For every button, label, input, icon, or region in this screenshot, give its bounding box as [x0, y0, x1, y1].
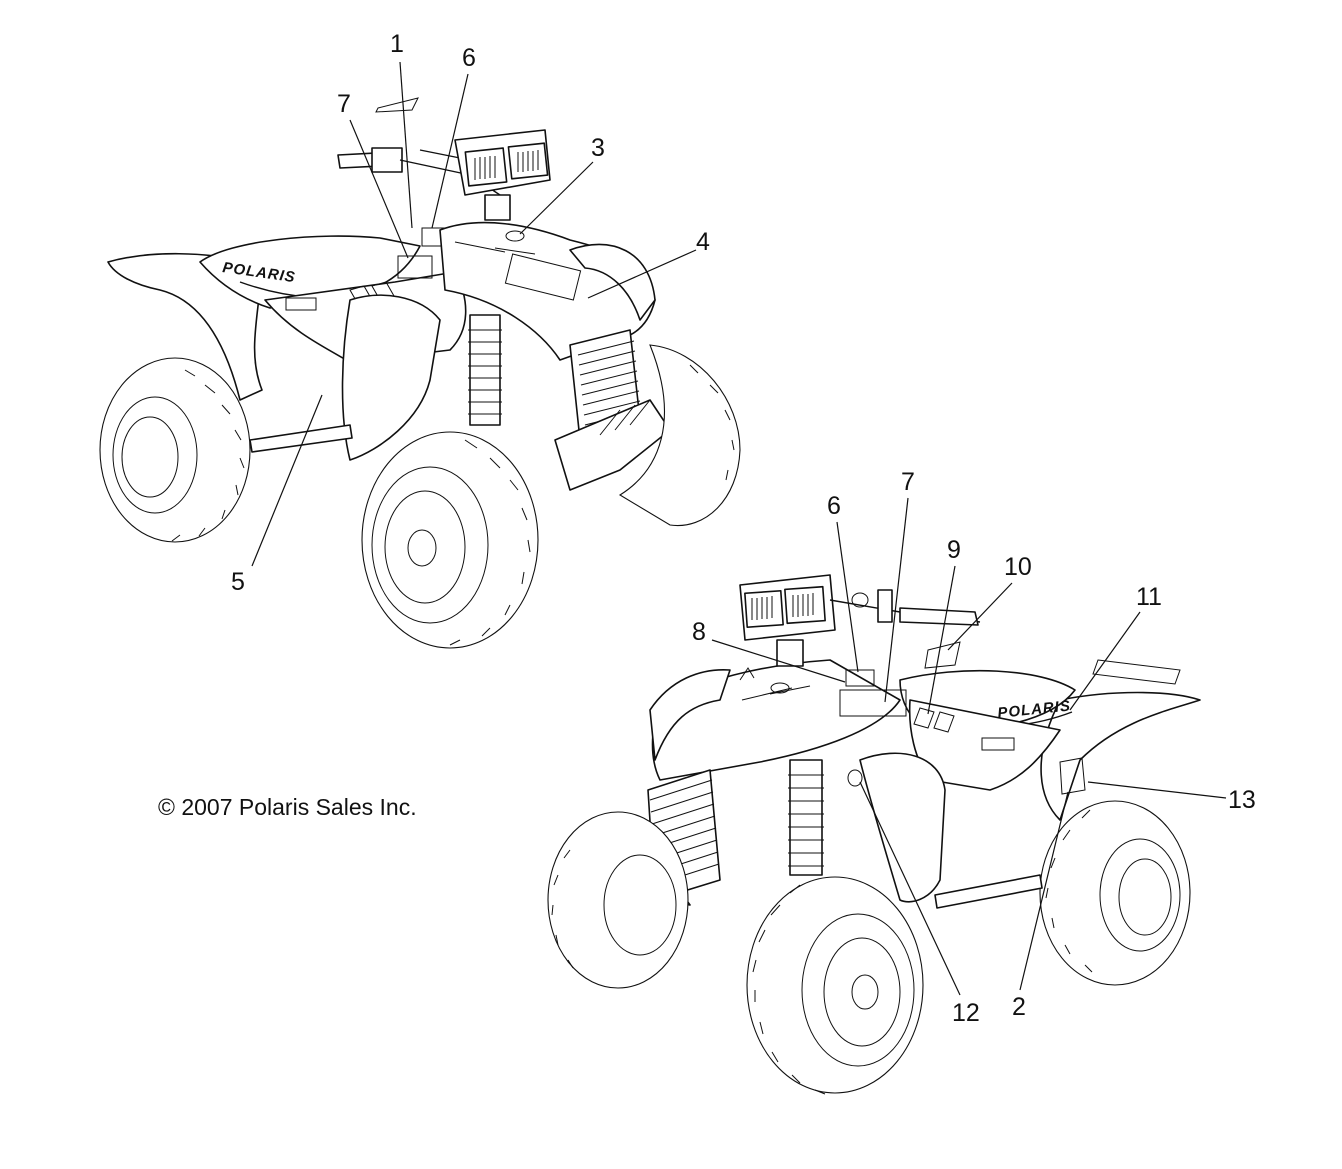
atv-lower: POLARIS — [547, 574, 1201, 1095]
callout-upper-7: 7 — [337, 90, 351, 118]
callout-lower-11: 11 — [1136, 583, 1162, 611]
lower-footrest — [934, 874, 1043, 909]
callout-lower-9: 9 — [947, 536, 961, 564]
lower-shock-absorber — [788, 759, 824, 876]
lower-decal-13 — [1059, 757, 1086, 795]
upper-headlight-pod — [454, 129, 551, 221]
lower-handlebars — [829, 589, 981, 626]
callout-upper-3: 3 — [591, 134, 605, 162]
atv-upper: POLARIS — [99, 97, 741, 649]
callout-lower-2: 2 — [1012, 993, 1026, 1021]
lower-rear-wheel — [1039, 800, 1191, 986]
lower-front-fender-left — [649, 669, 731, 761]
callout-upper-1: 1 — [390, 30, 404, 58]
callout-lower-10: 10 — [1004, 553, 1032, 581]
callout-upper-6: 6 — [462, 44, 476, 72]
upper-shock-absorber — [468, 314, 502, 426]
callout-upper-4: 4 — [696, 228, 710, 256]
callout-lower-12: 12 — [952, 999, 980, 1027]
upper-front-fender-left — [341, 294, 441, 461]
lower-front-fender-right — [859, 752, 946, 903]
upper-rear-fender — [107, 252, 263, 401]
callout-lower-8: 8 — [692, 618, 706, 646]
callout-lower-6: 6 — [827, 492, 841, 520]
lower-front-left-wheel — [547, 811, 689, 989]
callout-upper-5: 5 — [231, 568, 245, 596]
upper-front-fender-right — [569, 243, 656, 321]
upper-footrest — [249, 424, 353, 453]
callout-lower-13: 13 — [1228, 786, 1256, 814]
upper-rear-wheel — [99, 357, 251, 543]
lower-decal-11 — [1092, 659, 1181, 685]
callout-lower-7: 7 — [901, 468, 915, 496]
upper-callouts: 1 6 7 3 4 5 — [231, 30, 710, 596]
lower-side-panel — [908, 699, 1061, 791]
copyright-notice: © 2007 Polaris Sales Inc. — [158, 794, 417, 820]
upper-decal-1 — [375, 97, 419, 113]
lower-decal-10 — [924, 641, 961, 669]
upper-front-right-wheel — [618, 344, 741, 527]
lower-rear-fender — [1040, 691, 1201, 821]
lower-callouts: 6 7 9 10 11 8 13 12 2 — [692, 468, 1256, 1027]
upper-front-wheel — [361, 431, 539, 649]
lower-front-wheel — [746, 876, 924, 1095]
lower-headlight-pod — [739, 574, 836, 667]
